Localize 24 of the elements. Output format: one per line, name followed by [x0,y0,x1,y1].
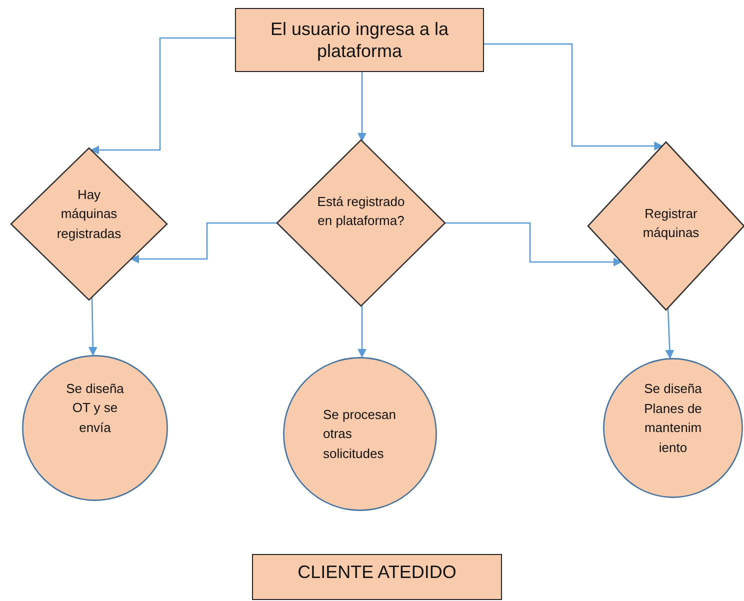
decision-label: Hay máquinas registradas [56,186,122,243]
decision-diamond [277,140,445,306]
arrow [358,72,366,142]
decision-label: Registrar máquinas [642,204,700,242]
process-circle [22,355,168,501]
arrow [358,305,366,358]
decision-diamond [11,148,167,300]
process-label: El usuario ingresa a la plataforma [269,18,450,62]
arrow [130,222,277,264]
process-label: CLIENTE ATEDIDO [296,561,458,584]
arrow [484,43,664,150]
end-box [252,554,502,600]
process-circle [283,357,437,511]
circle-label: Se procesan otras solicitudes [323,406,397,463]
arrow [90,37,235,154]
arrow [88,297,98,356]
arrow [665,308,674,359]
circle-label: Se diseña Planes de mantenim iento [643,380,703,456]
circle-label: Se diseña OT y se envía [65,380,125,437]
process-box [235,8,484,72]
process-circle [603,358,743,498]
decision-diamond [588,142,744,310]
decision-label: Está registrado en plataforma? [316,192,406,230]
arrow [445,222,622,266]
